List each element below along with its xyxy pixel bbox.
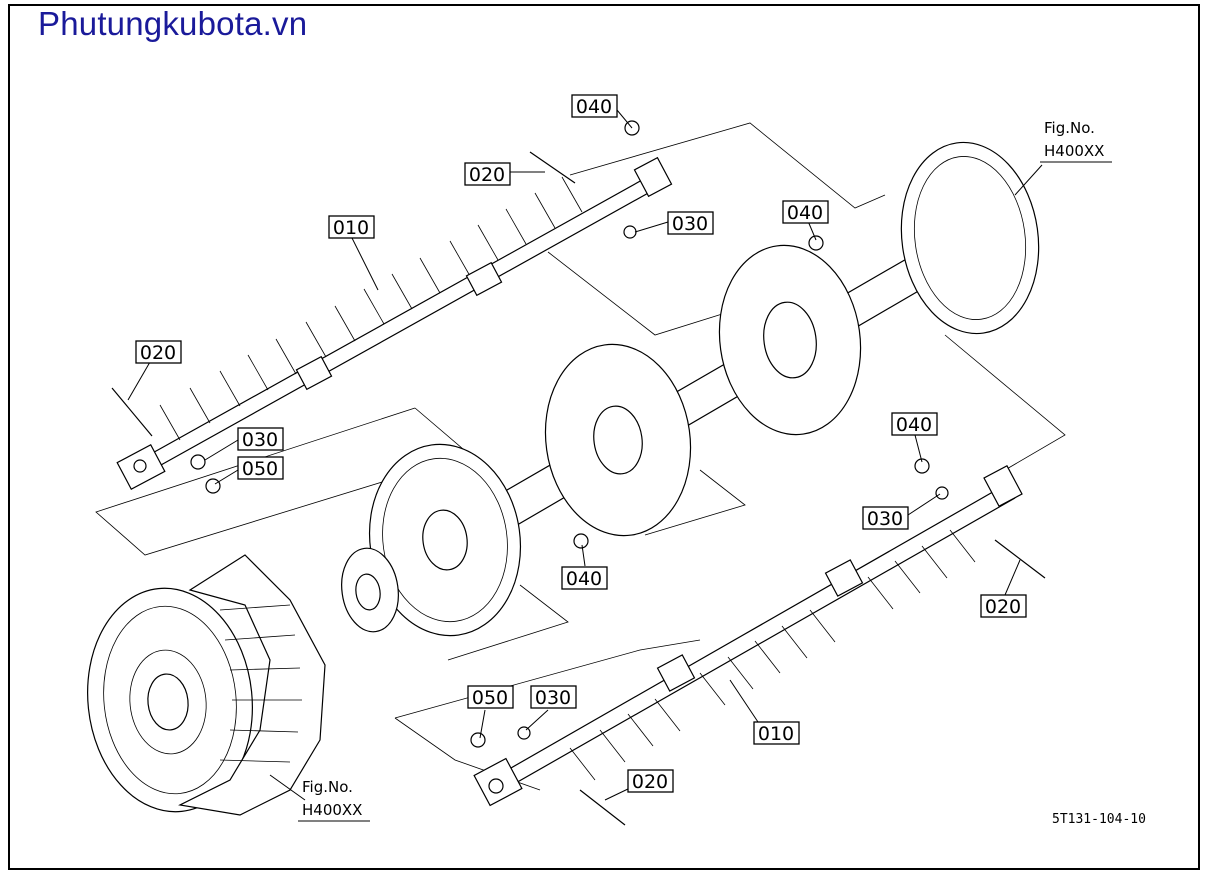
tine-bar-top	[111, 120, 673, 494]
notched-disc-1	[718, 244, 862, 436]
svg-text:040: 040	[787, 202, 823, 224]
svg-text:020: 020	[985, 596, 1021, 618]
svg-text:050: 050	[472, 687, 508, 709]
drum-assembly	[87, 554, 326, 816]
callout-020-top[interactable]: 020	[464, 162, 511, 186]
callout-030-left[interactable]: 030	[237, 427, 284, 451]
callout-040-mid[interactable]: 040	[782, 200, 829, 224]
assembly-outline	[95, 122, 1066, 791]
callout-040-top[interactable]: 040	[571, 94, 618, 118]
callout-010-bottom[interactable]: 010	[753, 721, 800, 745]
drawing-frame	[8, 4, 1200, 870]
fig-ref-top-right[interactable]: Fig.No. H400XX	[1040, 119, 1112, 163]
callout-050-bottom[interactable]: 050	[467, 685, 514, 709]
svg-text:040: 040	[896, 414, 932, 436]
brand-watermark: Phutungkubota.vn	[38, 5, 308, 42]
notched-disc-2	[544, 343, 692, 537]
callout-020-bottom[interactable]: 020	[627, 769, 674, 793]
svg-text:050: 050	[242, 458, 278, 480]
callout-030-right[interactable]: 030	[862, 506, 909, 530]
callout-020-left[interactable]: 020	[135, 340, 182, 364]
callout-040-right[interactable]: 040	[891, 412, 938, 436]
callout-030-bottom[interactable]: 030	[530, 685, 577, 709]
hub-flange	[341, 547, 399, 633]
svg-text:H400XX: H400XX	[302, 801, 362, 819]
drawing-code: 5T131-104-10	[1052, 812, 1146, 827]
callout-050-left[interactable]: 050	[237, 456, 284, 480]
svg-text:010: 010	[333, 217, 369, 239]
svg-text:040: 040	[576, 96, 612, 118]
callout-010-top[interactable]: 010	[328, 215, 375, 239]
svg-text:Fig.No.: Fig.No.	[1044, 119, 1095, 137]
svg-text:030: 030	[242, 429, 278, 451]
callout-030-top[interactable]: 030	[667, 211, 714, 235]
svg-text:Fig.No.: Fig.No.	[302, 778, 353, 796]
fig-ref-bottom-left[interactable]: Fig.No. H400XX	[298, 778, 370, 822]
rear-disc	[900, 141, 1040, 335]
callout-020-right[interactable]: 020	[980, 594, 1027, 618]
tine-bar-bottom	[470, 235, 1046, 826]
callout-040-center[interactable]: 040	[561, 566, 608, 590]
svg-text:030: 030	[672, 213, 708, 235]
svg-text:H400XX: H400XX	[1044, 142, 1104, 160]
svg-text:020: 020	[140, 342, 176, 364]
svg-text:020: 020	[632, 771, 668, 793]
svg-text:030: 030	[867, 508, 903, 530]
svg-text:020: 020	[469, 164, 505, 186]
svg-text:010: 010	[758, 723, 794, 745]
svg-text:030: 030	[535, 687, 571, 709]
leader-lines	[127, 109, 1043, 801]
svg-text:040: 040	[566, 568, 602, 590]
